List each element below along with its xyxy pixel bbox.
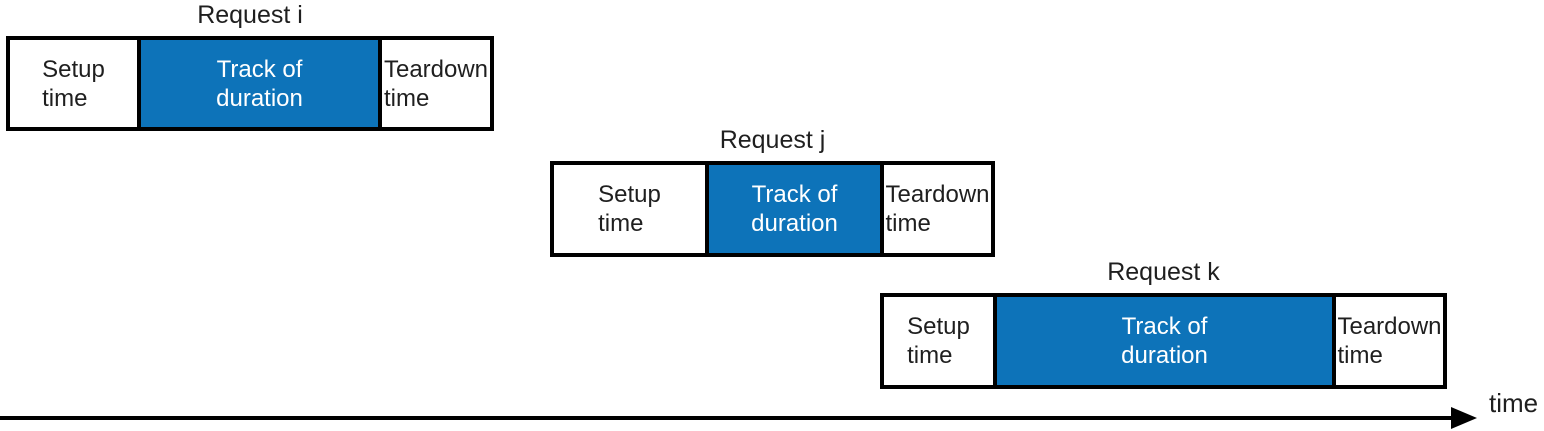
- request-j-teardown-segment: Teardown time: [880, 165, 991, 253]
- arrow-right-icon: [1451, 407, 1477, 429]
- request-j-box: Setup time Track of duration Teardown ti…: [550, 161, 995, 257]
- time-axis-line: [0, 416, 1456, 420]
- request-k-track-segment: Track of duration: [993, 297, 1332, 385]
- request-j-track-segment: Track of duration: [705, 165, 880, 253]
- request-i-track-segment: Track of duration: [137, 40, 378, 127]
- request-k-setup-segment: Setup time: [884, 297, 993, 385]
- request-i-group: Request i Setup time Track of duration T…: [6, 2, 494, 131]
- track-of-duration-label: Track of duration: [751, 181, 838, 237]
- setup-time-label: Setup time: [598, 181, 661, 237]
- teardown-time-label: Teardown time: [1337, 313, 1442, 369]
- teardown-time-label: Teardown time: [885, 181, 990, 237]
- track-of-duration-label: Track of duration: [1121, 313, 1208, 369]
- request-j-setup-segment: Setup time: [554, 165, 705, 253]
- request-j-group: Request j Setup time Track of duration T…: [550, 127, 995, 257]
- request-k-title: Request k: [1107, 258, 1220, 286]
- request-i-title: Request i: [197, 1, 303, 29]
- request-k-box: Setup time Track of duration Teardown ti…: [880, 293, 1447, 389]
- setup-time-label: Setup time: [42, 55, 105, 112]
- teardown-time-label: Teardown time: [383, 55, 489, 112]
- request-j-title: Request j: [719, 126, 826, 154]
- request-i-setup-segment: Setup time: [10, 40, 137, 127]
- setup-time-label: Setup time: [907, 313, 970, 369]
- request-i-box: Setup time Track of duration Teardown ti…: [6, 36, 494, 131]
- request-i-teardown-segment: Teardown time: [378, 40, 490, 127]
- request-k-group: Request k Setup time Track of duration T…: [880, 259, 1447, 389]
- request-k-teardown-segment: Teardown time: [1332, 297, 1443, 385]
- track-of-duration-label: Track of duration: [216, 55, 303, 112]
- time-axis-label: time: [1489, 388, 1539, 418]
